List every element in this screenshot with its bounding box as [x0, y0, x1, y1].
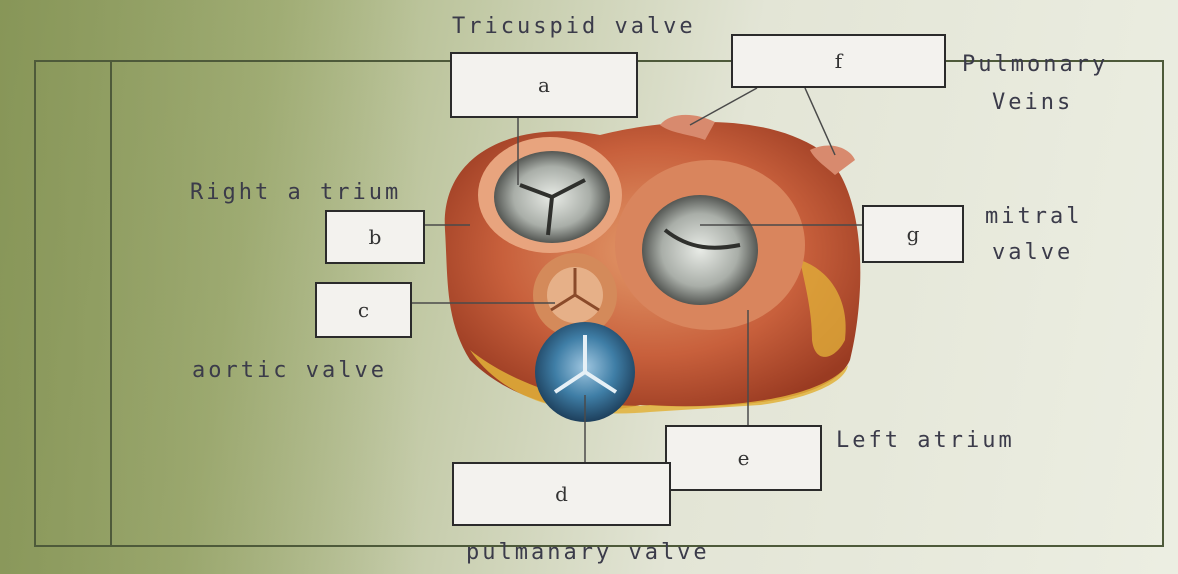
label-b-text: b: [369, 225, 382, 249]
handwritten-left-atrium: Left atrium: [836, 428, 1015, 453]
handwritten-mitral-line1: mitral: [985, 204, 1082, 229]
handwritten-right-atrium: Right a trium: [190, 180, 401, 205]
label-c-text: c: [358, 298, 369, 322]
label-box-f[interactable]: f: [731, 34, 946, 88]
label-d-text: d: [555, 482, 568, 506]
handwritten-mitral-line2: valve: [992, 240, 1073, 265]
handwritten-pulmonary-valve: pulmanary valve: [466, 540, 710, 565]
label-box-g[interactable]: g: [862, 205, 964, 263]
label-e-text: e: [738, 446, 750, 470]
label-g-text: g: [907, 222, 920, 246]
label-box-d[interactable]: d: [452, 462, 671, 526]
handwritten-pulmonary-veins-line2: Veins: [992, 90, 1073, 115]
handwritten-tricuspid: Tricuspid valve: [452, 14, 696, 39]
label-a-text: a: [538, 73, 550, 97]
label-f-text: f: [835, 49, 842, 73]
label-box-e[interactable]: e: [665, 425, 822, 491]
handwritten-pulmonary-veins-line1: Pulmonary: [962, 52, 1108, 77]
label-box-a[interactable]: a: [450, 52, 638, 118]
label-box-c[interactable]: c: [315, 282, 412, 338]
label-box-b[interactable]: b: [325, 210, 425, 264]
handwritten-aortic-valve: aortic valve: [192, 358, 387, 383]
